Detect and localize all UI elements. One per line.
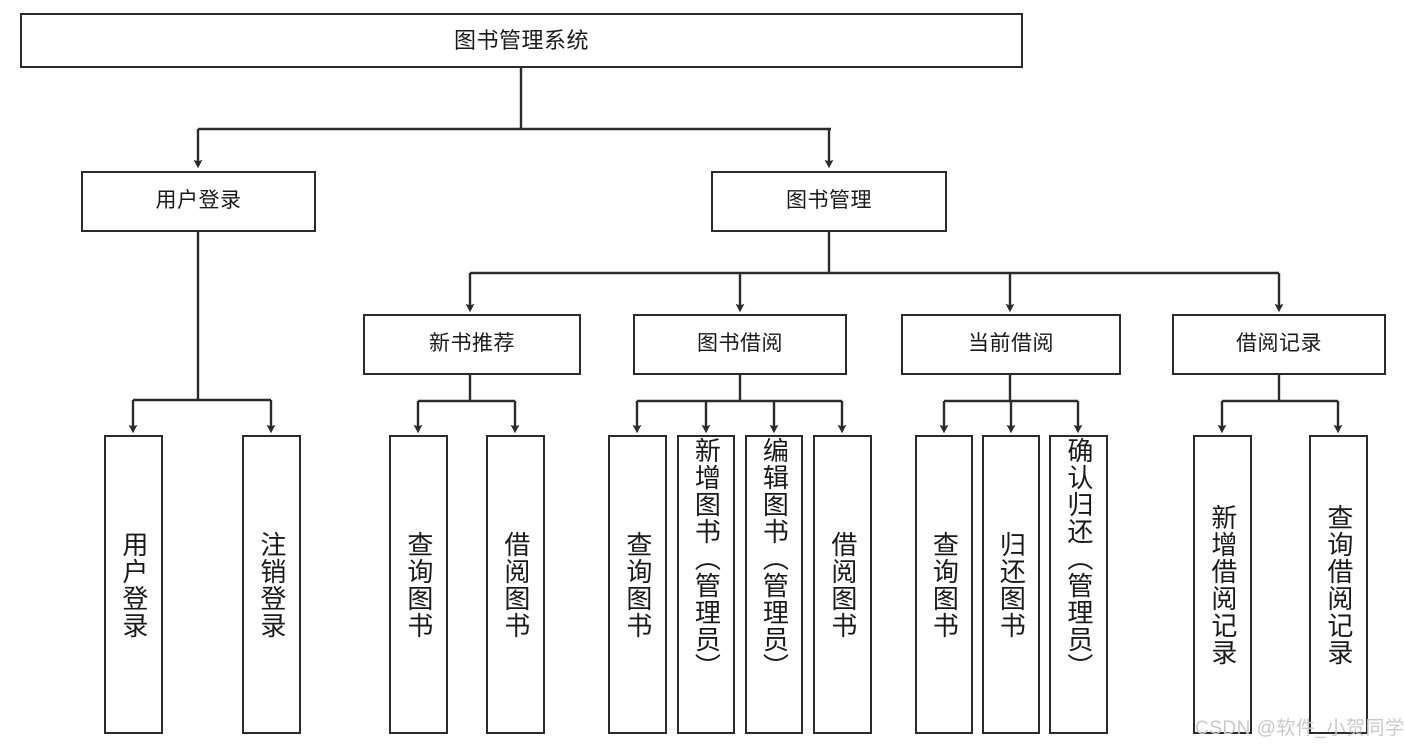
node-label: 新增借阅记录: [1207, 503, 1238, 666]
node-label: 注销登录: [256, 530, 287, 639]
node-root-book-management-system[interactable]: 图书管理系统: [20, 13, 1023, 68]
node-borrow-records[interactable]: 借阅记录: [1172, 314, 1386, 375]
node-label: 查询图书: [403, 530, 434, 639]
node-label: 查询借阅记录: [1323, 503, 1354, 666]
node-label: 图书借阅: [697, 332, 783, 356]
node-label: 图书管理系统: [453, 27, 589, 53]
node-label: 用户登录: [118, 530, 149, 639]
leaf-borrow-books-recommend[interactable]: 借阅图书: [486, 435, 545, 734]
node-user-login[interactable]: 用户登录: [81, 171, 316, 232]
node-label: 查询图书: [622, 530, 653, 639]
node-label: 确认归还（管理员）: [1063, 437, 1094, 680]
node-book-borrow[interactable]: 图书借阅: [633, 314, 847, 375]
node-label: 借阅记录: [1236, 332, 1322, 356]
leaf-query-books-borrow[interactable]: 查询图书: [608, 435, 667, 734]
leaf-add-book-admin[interactable]: 新增图书（管理员）: [677, 435, 735, 734]
node-new-book-recommend[interactable]: 新书推荐: [363, 314, 581, 375]
leaf-logout[interactable]: 注销登录: [242, 435, 301, 734]
leaf-edit-book-admin[interactable]: 编辑图书（管理员）: [745, 435, 803, 734]
node-label: 借阅图书: [827, 530, 858, 639]
node-label: 查询图书: [929, 530, 960, 639]
node-label: 用户登录: [155, 189, 242, 213]
node-label: 当前借阅: [968, 332, 1054, 356]
leaf-query-books-current[interactable]: 查询图书: [915, 435, 973, 734]
leaf-return-books[interactable]: 归还图书: [982, 435, 1040, 734]
leaf-query-books-recommend[interactable]: 查询图书: [389, 435, 448, 734]
node-book-management[interactable]: 图书管理: [711, 171, 947, 232]
node-current-borrow[interactable]: 当前借阅: [901, 314, 1121, 375]
node-label: 编辑图书（管理员）: [759, 437, 790, 680]
leaf-query-borrow-record[interactable]: 查询借阅记录: [1309, 435, 1368, 734]
leaf-add-borrow-record[interactable]: 新增借阅记录: [1193, 435, 1252, 734]
csdn-watermark: CSDN @软件_小贺同学: [1195, 718, 1405, 739]
leaf-borrow-books[interactable]: 借阅图书: [813, 435, 872, 734]
node-label: 新书推荐: [429, 332, 515, 356]
leaf-confirm-return-admin[interactable]: 确认归还（管理员）: [1049, 435, 1108, 734]
node-label: 图书管理: [786, 189, 872, 213]
leaf-user-login[interactable]: 用户登录: [104, 435, 163, 734]
node-label: 借阅图书: [500, 530, 531, 639]
node-label: 归还图书: [996, 530, 1027, 639]
node-label: 新增图书（管理员）: [691, 437, 722, 680]
